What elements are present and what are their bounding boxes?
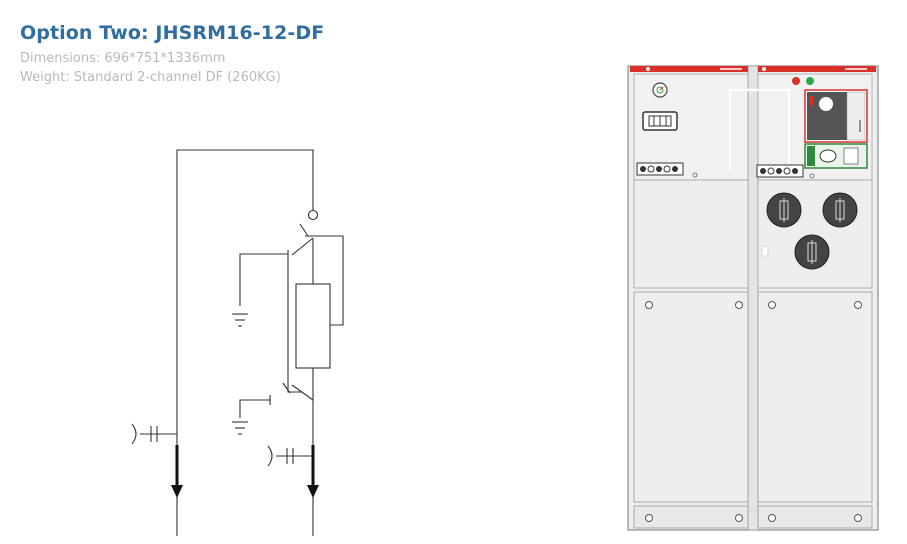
weight-text: Weight: Standard 2-channel DF (260KG)	[20, 70, 281, 85]
page-title: Option Two: JHSRM16-12-DF	[20, 22, 325, 44]
switch-fuse-assembly	[232, 223, 344, 536]
cabinet-plinth	[633, 505, 873, 529]
cable-door-indicator	[761, 245, 769, 257]
cabinet-illustration	[627, 65, 879, 531]
cable-door-right	[757, 291, 873, 503]
interlock-handle	[642, 111, 678, 131]
voltage-indicator-left	[131, 423, 177, 445]
terminal-strip-left	[636, 162, 698, 188]
fuse-window-2	[822, 192, 858, 228]
cable-door-left	[633, 291, 749, 503]
earth-switch-panel	[804, 143, 868, 169]
switch-operating-panel	[804, 89, 868, 143]
fuse-window-3	[794, 234, 830, 270]
indicator-red-icon	[792, 77, 800, 85]
arrow-down-right	[307, 445, 319, 498]
terminal-strip-right	[756, 164, 815, 189]
arrow-down-left	[171, 445, 183, 498]
voltage-indicator-right	[267, 445, 313, 467]
nameplate-strip	[630, 66, 876, 72]
left-feeder	[176, 149, 319, 536]
single-line-diagram	[131, 149, 344, 536]
indicator-green-icon	[806, 77, 814, 85]
dimensions-text: Dimensions: 696*751*1336mm	[20, 51, 226, 66]
pressure-gauge	[652, 82, 668, 98]
fuse-window-1	[766, 192, 802, 228]
